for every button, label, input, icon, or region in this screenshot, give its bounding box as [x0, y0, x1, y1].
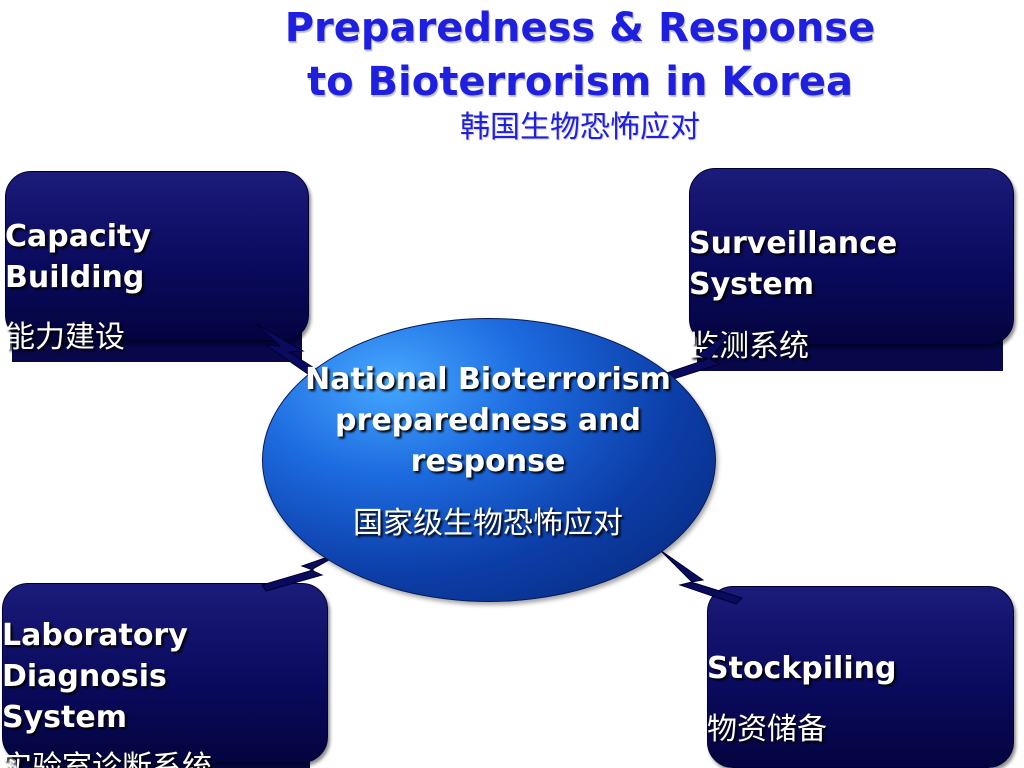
center-title-line-1: National Bioterrorism [305, 362, 671, 397]
laboratory-title-line-1: Laboratory [2, 618, 188, 653]
surveillance-title-line-2: System [689, 267, 814, 302]
connector-laboratory [261, 550, 346, 592]
title-chinese: 韩国生物恐怖应对 [460, 110, 700, 145]
title-line-2: to Bioterrorism in Korea [307, 59, 853, 105]
connector-stockpiling [659, 549, 743, 605]
surveillance-title-line-1: Surveillance [689, 226, 898, 261]
stockpiling-chinese: 物资储备 [707, 712, 827, 747]
center-chinese: 国家级生物恐怖应对 [353, 506, 623, 541]
surveillance-system-box [689, 168, 1014, 345]
laboratory-chinese: 实验室诊断系统 [2, 750, 212, 768]
capacity-chinese: 能力建设 [5, 320, 125, 355]
laboratory-title-line-2: Diagnosis [2, 659, 167, 694]
capacity-building-box [5, 171, 309, 341]
stockpiling-title: Stockpiling [707, 651, 897, 686]
stockpiling-box [707, 586, 1014, 768]
center-title-line-3: response [410, 444, 566, 479]
title-line-1: Preparedness & Response [284, 5, 876, 51]
laboratory-diagnosis-box [2, 583, 328, 763]
laboratory-title-line-3: System [2, 700, 127, 735]
capacity-title-line-1: Capacity [5, 219, 151, 254]
center-title-line-2: preparedness and [335, 403, 641, 438]
center-ellipse [262, 318, 716, 602]
capacity-title-line-2: Building [5, 260, 145, 295]
